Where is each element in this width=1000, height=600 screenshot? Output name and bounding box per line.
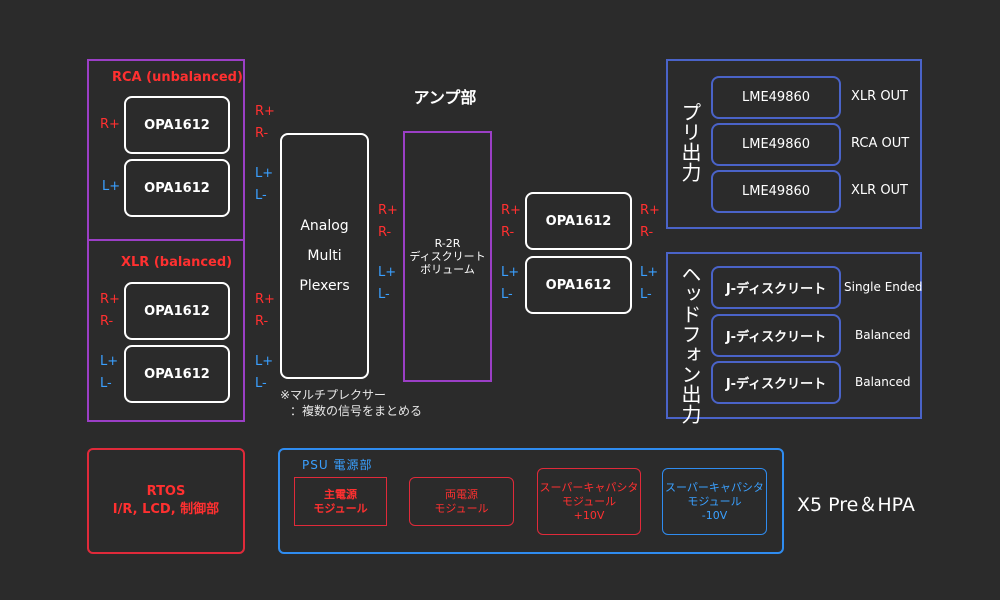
- xlr-r-out-minus: R-: [255, 314, 269, 329]
- vol-out-l-plus: L+: [501, 265, 520, 280]
- hp-chip-2: J-ディスクリート: [711, 314, 841, 357]
- pre-output-section: [666, 59, 922, 229]
- rtos-line-2: I/R, LCD, 制御部: [112, 502, 220, 517]
- rca-opa1612-l: OPA1612: [124, 159, 230, 217]
- psu-supercap-minus-line-1: スーパーキャパシタ: [665, 480, 764, 494]
- rca-r-out-plus: R+: [255, 104, 275, 119]
- mux-out-r-plus: R+: [378, 203, 398, 218]
- mux-out-l-plus: L+: [378, 265, 397, 280]
- mux-label-3: Plexers: [299, 278, 350, 294]
- buffer-opa1612-r: OPA1612: [525, 192, 632, 250]
- xlr-opa1612-l: OPA1612: [124, 345, 230, 403]
- xlr-l-out-plus: L+: [255, 354, 274, 369]
- xlr-l-in-plus: L+: [100, 354, 119, 369]
- rtos-line-1: RTOS: [146, 484, 186, 499]
- rca-title: RCA (unbalanced): [112, 70, 243, 85]
- psu-title: PSU 電源部: [302, 458, 373, 472]
- headphone-output-title: ヘッドフォン出力: [678, 264, 702, 424]
- hp-label-2: Balanced: [855, 328, 911, 342]
- rca-l-out-minus: L-: [255, 188, 267, 203]
- mux-out-r-minus: R-: [378, 225, 392, 240]
- buf-out-r-minus: R-: [640, 225, 654, 240]
- rca-opa1612-r: OPA1612: [124, 96, 230, 154]
- volume-label-1: R-2R: [434, 237, 461, 250]
- rca-l-out-plus: L+: [255, 166, 274, 181]
- input-divider: [87, 239, 245, 241]
- xlr-r-in-minus: R-: [100, 314, 114, 329]
- pre-label-2: RCA OUT: [851, 136, 910, 151]
- rtos-block: RTOS I/R, LCD, 制御部: [87, 448, 245, 554]
- mux-label-1: Analog: [300, 218, 349, 234]
- mux-note-2: ：複数の信号をまとめる: [290, 404, 423, 418]
- hp-chip-1: J-ディスクリート: [711, 266, 841, 309]
- xlr-title: XLR (balanced): [121, 255, 233, 270]
- product-name: X5 Pre＆HPA: [797, 494, 915, 516]
- r2r-volume-block: R-2R ディスクリート ボリューム: [403, 131, 492, 382]
- psu-dual-module: 両電源 モジュール: [409, 477, 514, 526]
- buf-out-l-minus: L-: [640, 287, 652, 302]
- psu-main-module: 主電源 モジュール: [294, 477, 387, 526]
- hp-label-1: Single Ended: [844, 280, 923, 294]
- psu-section: [278, 448, 784, 554]
- headphone-output-section: [666, 252, 922, 419]
- psu-main-line-2: モジュール: [313, 501, 368, 515]
- psu-supercap-minus-line-3: -10V: [701, 508, 728, 522]
- volume-label-2: ディスクリート: [409, 250, 486, 263]
- psu-supercap-plus-line-2: モジュール: [561, 494, 617, 508]
- xlr-r-in-plus: R+: [100, 292, 120, 307]
- xlr-l-in-minus: L-: [100, 376, 112, 391]
- psu-dual-line-1: 両電源: [445, 487, 478, 501]
- buf-out-l-plus: L+: [640, 265, 659, 280]
- psu-main-line-1: 主電源: [324, 487, 357, 501]
- pre-label-1: XLR OUT: [851, 89, 909, 104]
- psu-supercap-plus-line-1: スーパーキャパシタ: [539, 480, 639, 494]
- pre-label-3: XLR OUT: [851, 183, 909, 198]
- psu-dual-line-2: モジュール: [434, 501, 489, 515]
- psu-supercap-minus-module: スーパーキャパシタ モジュール -10V: [662, 468, 767, 535]
- pre-output-title: プリ出力: [678, 102, 702, 182]
- xlr-r-out-plus: R+: [255, 292, 275, 307]
- amp-section-title: アンプ部: [413, 88, 477, 107]
- vol-out-l-minus: L-: [501, 287, 513, 302]
- hp-label-3: Balanced: [855, 375, 911, 389]
- xlr-opa1612-r: OPA1612: [124, 282, 230, 340]
- xlr-l-out-minus: L-: [255, 376, 267, 391]
- buffer-opa1612-l: OPA1612: [525, 256, 632, 314]
- vol-out-r-minus: R-: [501, 225, 515, 240]
- vol-out-r-plus: R+: [501, 203, 521, 218]
- mux-note-1: ※マルチプレクサー: [280, 388, 387, 402]
- pre-chip-1: LME49860: [711, 76, 841, 119]
- rca-r-in-label: R+: [100, 117, 120, 132]
- pre-chip-3: LME49860: [711, 170, 841, 213]
- psu-supercap-plus-line-3: +10V: [573, 508, 605, 522]
- psu-supercap-plus-module: スーパーキャパシタ モジュール +10V: [537, 468, 641, 535]
- mux-out-l-minus: L-: [378, 287, 390, 302]
- volume-label-3: ボリューム: [420, 263, 475, 276]
- rca-r-out-minus: R-: [255, 126, 269, 141]
- buf-out-r-plus: R+: [640, 203, 660, 218]
- mux-label-2: Multi: [307, 248, 342, 264]
- pre-chip-2: LME49860: [711, 123, 841, 166]
- hp-chip-3: J-ディスクリート: [711, 361, 841, 404]
- psu-supercap-minus-line-2: モジュール: [687, 494, 742, 508]
- analog-multiplexers-block: Analog Multi Plexers: [280, 133, 369, 379]
- rca-l-in-label: L+: [102, 179, 121, 194]
